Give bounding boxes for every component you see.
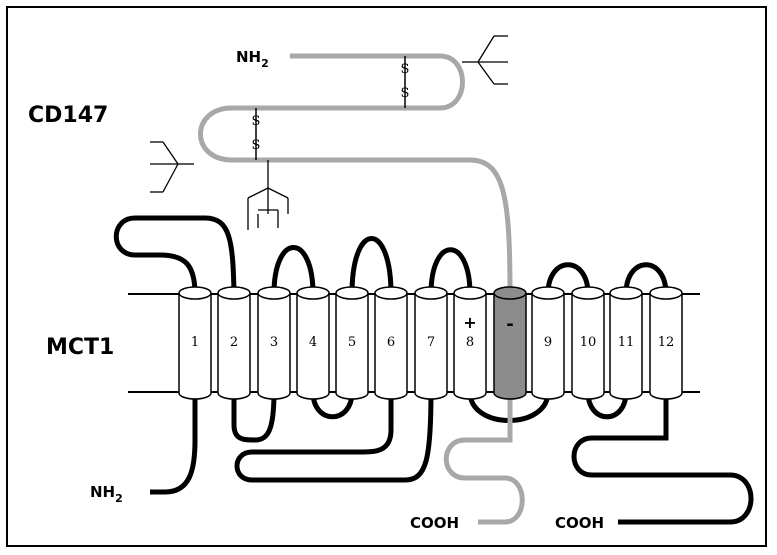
mct1-helix-10: 10 bbox=[572, 287, 604, 399]
mct1-helix-3: 3 bbox=[258, 287, 290, 399]
mct1-extracellular-loops bbox=[116, 218, 666, 294]
helix-number-label: 4 bbox=[309, 335, 317, 350]
helix-number-label: 2 bbox=[230, 335, 238, 350]
mct1-loop-1-2 bbox=[116, 218, 234, 294]
mct1-label: MCT1 bbox=[46, 335, 114, 360]
helix-number-label: 8 bbox=[466, 335, 474, 350]
positive-charge-marker: + bbox=[463, 313, 476, 332]
helix-top-cap bbox=[454, 287, 486, 299]
helix-top-cap bbox=[336, 287, 368, 299]
helix-number-label: 9 bbox=[544, 335, 552, 350]
mct1-helix-1: 1 bbox=[179, 287, 211, 399]
mct1-n-terminus bbox=[150, 392, 195, 492]
helix-top-cap bbox=[218, 287, 250, 299]
helix-number-label: 10 bbox=[580, 335, 597, 350]
helix-top-cap bbox=[375, 287, 407, 299]
helix-top-cap bbox=[494, 287, 526, 299]
helix-top-cap bbox=[532, 287, 564, 299]
cd147-transmembrane-helix bbox=[494, 287, 526, 399]
glycosylation-sites bbox=[150, 36, 508, 230]
mct1-c-terminus bbox=[574, 392, 751, 522]
cd147-c-terminus-label: COOH bbox=[410, 514, 459, 532]
helix-number-label: 6 bbox=[387, 335, 395, 350]
mct1-c-terminus-label: COOH bbox=[555, 514, 604, 532]
helix-top-cap bbox=[258, 287, 290, 299]
helix-number-label: 7 bbox=[427, 335, 435, 350]
disulfide-s-label: S bbox=[252, 138, 261, 153]
cd147-cytoplasmic-tail bbox=[446, 392, 522, 522]
helix-number-label: 11 bbox=[618, 335, 635, 350]
mct1-helix-12: 12 bbox=[650, 287, 682, 399]
glycan-right-top bbox=[462, 36, 508, 84]
helix-top-cap bbox=[610, 287, 642, 299]
mct1-helix-5: 5 bbox=[336, 287, 368, 399]
mct1-helix-6: 6 bbox=[375, 287, 407, 399]
disulfide-s-label: S bbox=[401, 62, 410, 77]
helix-top-cap bbox=[415, 287, 447, 299]
mct1-helix-11: 11 bbox=[610, 287, 642, 399]
disulfide-s-label: S bbox=[252, 114, 261, 129]
mct1-helix-4: 4 bbox=[297, 287, 329, 399]
mct1-n-terminus-label: NH2 bbox=[90, 483, 123, 505]
cd147-n-terminus-label: NH2 bbox=[236, 48, 269, 70]
mct1-helix-8: 8 bbox=[454, 287, 486, 399]
mct1-loop-5-6 bbox=[352, 239, 391, 295]
negative-charge-marker: - bbox=[506, 314, 513, 335]
mct1-helix-7: 7 bbox=[415, 287, 447, 399]
helix-number-label: 12 bbox=[658, 335, 675, 350]
helix-top-cap bbox=[297, 287, 329, 299]
glycan-bottom bbox=[248, 160, 288, 230]
helix-number-label: 3 bbox=[270, 335, 278, 350]
mct1-intracellular-loops bbox=[150, 392, 751, 522]
helix-number-label: 5 bbox=[348, 335, 356, 350]
helix-number-label: 1 bbox=[191, 335, 199, 350]
helix-body bbox=[494, 293, 526, 399]
helix-top-cap bbox=[650, 287, 682, 299]
helix-top-cap bbox=[572, 287, 604, 299]
mct1-helix-9: 9 bbox=[532, 287, 564, 399]
mct1-helix-2: 2 bbox=[218, 287, 250, 399]
cd147-label: CD147 bbox=[28, 103, 108, 128]
disulfide-s-label: S bbox=[401, 86, 410, 101]
helix-top-cap bbox=[179, 287, 211, 299]
glycan-left bbox=[150, 142, 194, 192]
